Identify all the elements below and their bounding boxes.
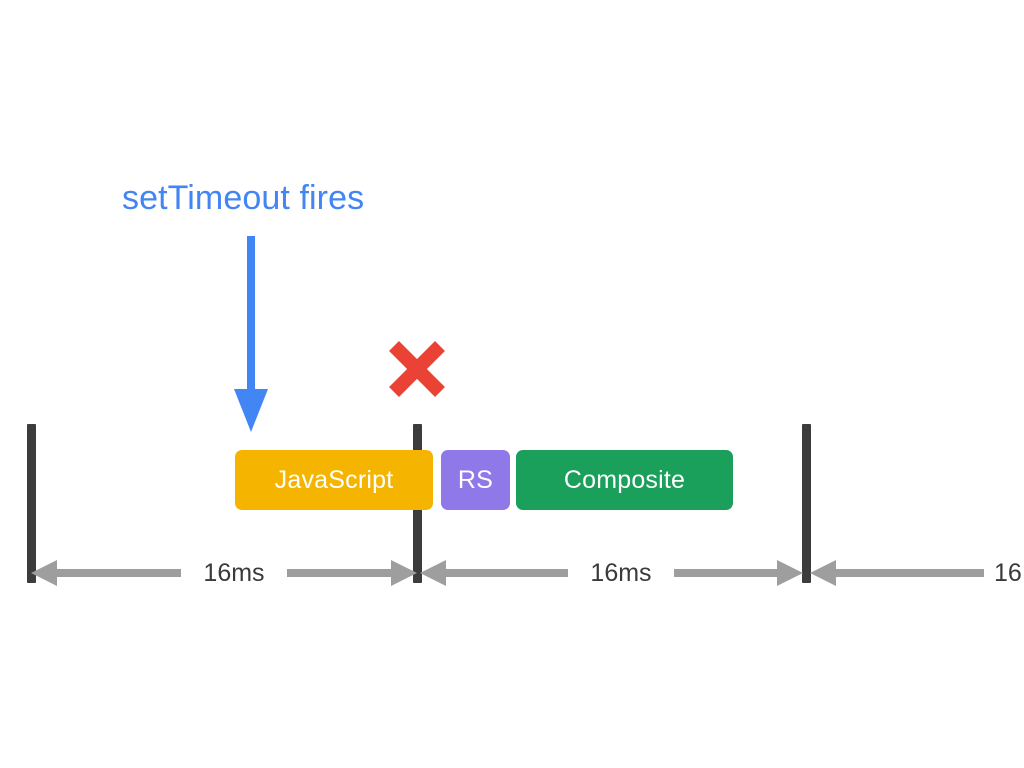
- frame-boundary-tick-1: [27, 424, 36, 583]
- x-mark-icon: [386, 338, 448, 400]
- down-arrow-svg: [234, 236, 268, 432]
- task-block-javascript-label: JavaScript: [274, 465, 394, 494]
- x-mark-svg: [389, 341, 445, 397]
- task-block-rs[interactable]: RS: [441, 450, 510, 510]
- task-block-composite-label: Composite: [563, 465, 686, 494]
- measurement-label-1: 16ms: [181, 556, 287, 590]
- measurement-label-2: 16ms: [568, 556, 674, 590]
- double-arrow-icon-3: [810, 560, 1024, 586]
- frame-boundary-tick-3: [802, 424, 811, 583]
- task-block-rs-label: RS: [457, 465, 494, 494]
- measurement-row: 16ms 16ms 16: [0, 556, 1024, 590]
- task-block-javascript[interactable]: JavaScript: [235, 450, 433, 510]
- measurement-segment-3: [810, 556, 1024, 590]
- measurement-label-3: 16: [984, 556, 1024, 590]
- annotation-label-settimeout: setTimeout fires: [122, 179, 365, 217]
- down-arrow-icon: [233, 236, 269, 432]
- task-block-composite[interactable]: Composite: [516, 450, 733, 510]
